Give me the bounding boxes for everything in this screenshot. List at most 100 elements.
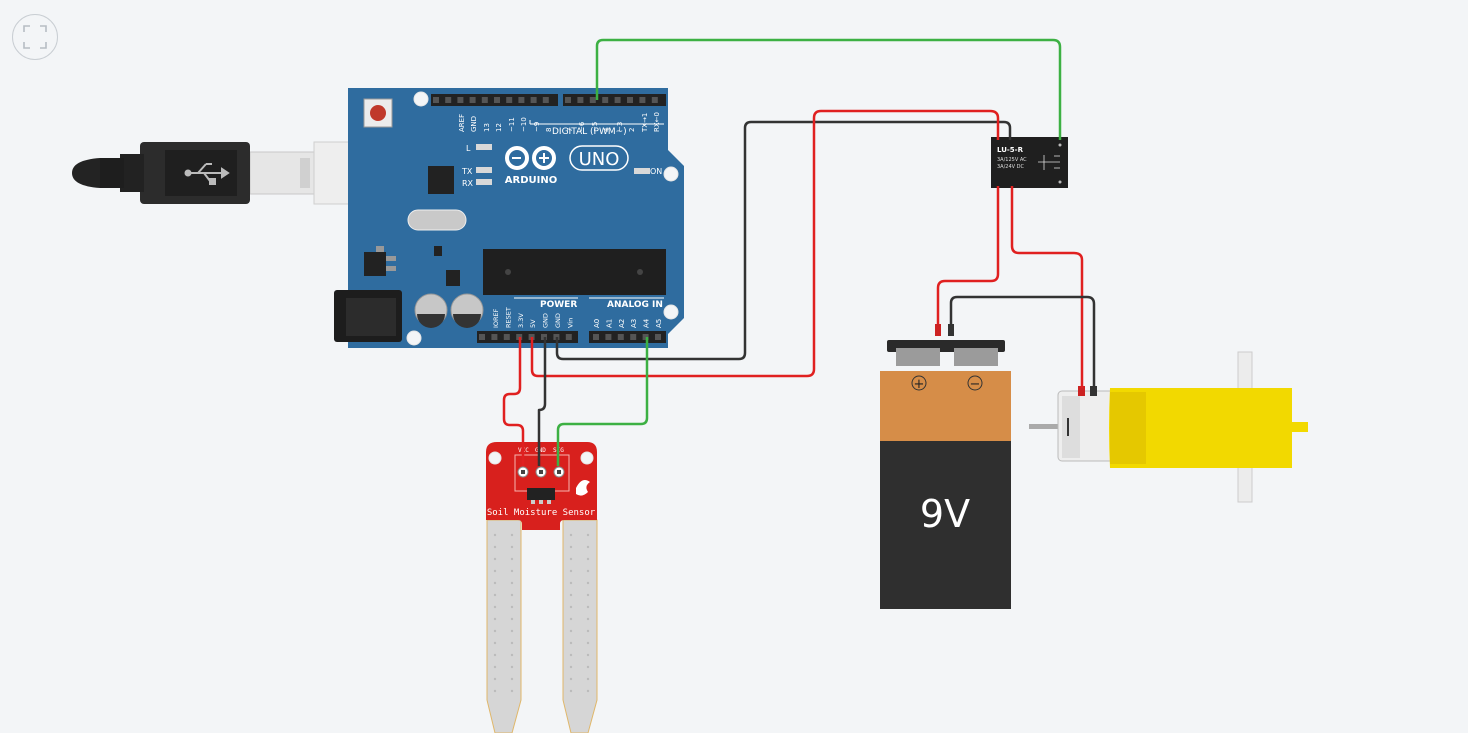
power-pin-label: GND (542, 313, 550, 328)
digital-pin-label: 8 (545, 128, 553, 132)
digital-pin-label: TX→1 (641, 113, 649, 133)
analog-pin-label: A0 (593, 319, 601, 328)
digital-pin-label: ~3 (616, 122, 624, 132)
uno-badge (569, 145, 629, 171)
wire-green-a4-sensor (556, 337, 649, 466)
analog-pin-label: A5 (655, 319, 663, 328)
usb-cable[interactable] (72, 141, 397, 205)
board-brand: ARDUINO (505, 175, 557, 186)
fullscreen-icon (23, 25, 47, 49)
header-pin[interactable] (494, 97, 500, 103)
header-pin[interactable] (457, 97, 464, 103)
battery-voltage: 9V (920, 492, 970, 536)
wire-red-relay-motor (1010, 186, 1084, 388)
digital-pin-label: ~10 (520, 117, 528, 132)
digital-pin-label: 13 (483, 123, 491, 132)
relay-name: LU-5-R (997, 146, 1024, 154)
header-pin[interactable] (642, 334, 649, 340)
led-on-label: ON (650, 167, 662, 176)
wire-black-gnd-sensor (537, 337, 547, 466)
header-pin[interactable] (433, 97, 439, 103)
flame-logo-icon (576, 480, 590, 496)
digital-pin-label: ~11 (508, 117, 516, 132)
digital-pin-label: ~5 (591, 122, 599, 132)
digital-pin-label: 4 (603, 127, 611, 132)
header-pin[interactable] (542, 97, 549, 103)
wire-green-d5-relay (595, 38, 1062, 140)
reset-button[interactable] (370, 105, 386, 121)
power-label: POWER (540, 300, 577, 310)
analog-header[interactable] (589, 331, 666, 343)
dc-gear-motor[interactable] (1029, 351, 1308, 503)
power-pin-label: Vin (566, 318, 574, 328)
header-pin[interactable] (627, 97, 633, 103)
header-pin[interactable] (565, 97, 571, 103)
header-pin[interactable] (593, 334, 599, 340)
arduino-uno-board[interactable]: L TX RX ON UNO ARDUINO AREF GND 13 12 ~11 ~10… (334, 88, 684, 348)
power-pin-label: GND (554, 313, 562, 328)
analog-pin-label: A4 (643, 318, 651, 328)
header-pin[interactable] (614, 97, 621, 103)
battery-minus-label: − (970, 377, 981, 392)
digital-pin-label: 12 (495, 123, 503, 132)
relay-lu5r[interactable]: LU-5-R 3A/125V AC 3A/24V DC (991, 137, 1068, 188)
header-pin[interactable] (565, 334, 572, 340)
sensor-title: Soil Moisture Sensor (487, 508, 596, 518)
header-pin[interactable] (605, 334, 612, 340)
analog-label: ANALOG IN (607, 300, 663, 310)
battery-9v[interactable]: + − 9V (880, 340, 1011, 609)
header-pin[interactable] (617, 334, 624, 340)
header-pin[interactable] (506, 97, 513, 103)
battery-plus-label: + (914, 377, 925, 392)
header-pin[interactable] (630, 334, 637, 340)
wires[interactable] (502, 38, 1096, 466)
wire-red-5v-relay (530, 109, 1000, 378)
power-pin-label: IOREF (492, 308, 500, 328)
header-pin[interactable] (518, 97, 525, 103)
digital-pin-label: AREF (458, 114, 466, 132)
header-pin[interactable] (530, 97, 537, 103)
arduino-logo-icon (505, 146, 556, 170)
led-rx-label: RX (462, 179, 474, 188)
header-pin[interactable] (639, 97, 646, 103)
header-pin[interactable] (491, 334, 498, 340)
digital-pin-label: 2 (628, 128, 636, 132)
header-pin[interactable] (589, 97, 596, 103)
wire-red-relay-battery (936, 186, 1000, 334)
soil-moisture-sensor[interactable]: VCC GND SIG Soil Moisture Sensor (486, 442, 598, 733)
sensor-pin-gnd-label: GND (535, 447, 546, 454)
header-pin[interactable] (469, 97, 476, 103)
header-pin[interactable] (602, 97, 609, 103)
wire-black-gnd-relay (555, 120, 1012, 361)
digital-pin-label: GND (470, 116, 478, 132)
wire-red-3v3-sensor (502, 337, 525, 466)
analog-pin-label: A3 (630, 319, 638, 328)
led-tx-label: TX (461, 167, 473, 176)
analog-pin-label: A2 (618, 319, 626, 328)
fullscreen-button[interactable] (12, 14, 58, 60)
header-pin[interactable] (481, 97, 488, 103)
power-header[interactable] (477, 331, 578, 343)
header-pin[interactable] (655, 334, 661, 340)
power-pin-label: 5V (529, 319, 537, 328)
led-l-label: L (466, 144, 471, 153)
header-pin[interactable] (577, 97, 584, 103)
header-pin[interactable] (503, 334, 510, 340)
power-pin-label: 3.3V (517, 313, 525, 328)
digital-pin-label: ~9 (533, 122, 541, 132)
header-pin[interactable] (479, 334, 485, 340)
relay-rating-ac: 3A/125V AC (997, 157, 1027, 163)
digital-label: DIGITAL (PWM~) (552, 127, 627, 137)
power-pin-label: RESET (504, 307, 512, 328)
digital-pin-label: ~6 (578, 121, 586, 132)
relay-rating-dc: 3A/24V DC (997, 164, 1025, 170)
digital-pin-label: 7 (566, 128, 574, 132)
analog-pin-label: A1 (605, 319, 613, 328)
header-pin[interactable] (445, 97, 452, 103)
wire-black-battery-motor (949, 295, 1096, 388)
header-pin[interactable] (651, 97, 658, 103)
digital-pin-label: RX←0 (653, 112, 661, 132)
usb-icon (184, 163, 230, 185)
board-model: UNO (579, 149, 620, 170)
